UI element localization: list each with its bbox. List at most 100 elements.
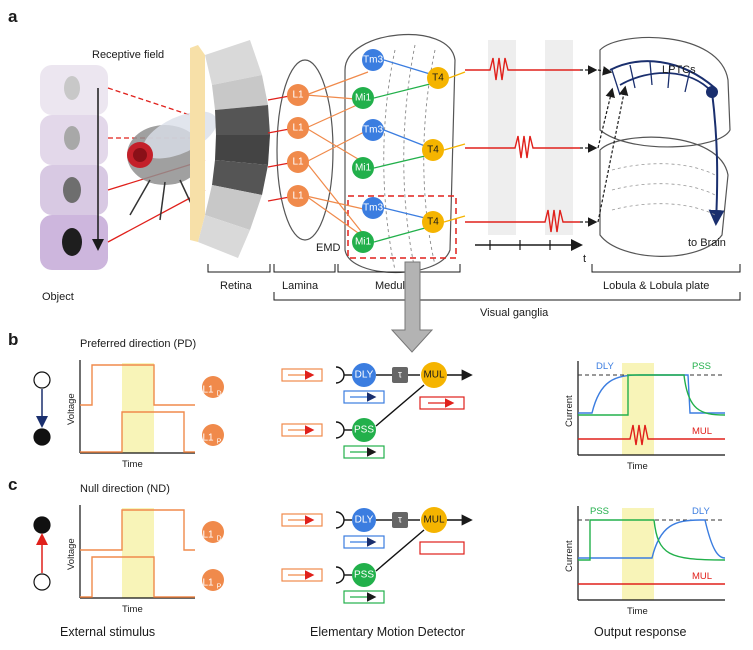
tm3-cell-label: Tm3 (363, 125, 383, 136)
tm3-cell-circle (362, 49, 384, 71)
bracket-retina: Retina (220, 280, 253, 292)
output-overlap-shade (622, 363, 654, 455)
receptive-field-column (40, 65, 108, 270)
mi1-cell-label: Mi1 (355, 163, 372, 174)
mul-node-circle (421, 507, 447, 533)
mi1-cell-label: Mi1 (355, 237, 372, 248)
trace-l1-p (80, 556, 195, 598)
bracket-visual-ganglia: Visual ganglia (480, 307, 549, 319)
zoom-arrow (390, 261, 434, 353)
voltage-label: Voltage (66, 393, 77, 425)
overlap-shade (122, 363, 154, 453)
tm3-cell-circle (362, 197, 384, 219)
l1-axon (305, 195, 369, 211)
emd-highlight-box (347, 195, 457, 259)
l1-cell-label: L1 (292, 123, 304, 134)
current-label: Current (564, 540, 575, 572)
pss-state-box (343, 590, 385, 604)
mi1-to-t4-line (373, 83, 431, 99)
t4-cell-label: T4 (427, 145, 439, 156)
synapse-top (335, 366, 345, 384)
pss-to-mul (375, 529, 425, 572)
pss-node-circle (352, 563, 376, 587)
time-label: Time (122, 604, 143, 615)
panel-label-a: a (8, 7, 18, 26)
mul-state-box (419, 396, 465, 410)
dly-state-box (343, 535, 385, 549)
tm3-to-t4-line (383, 59, 431, 75)
caption-output-response: Output response (594, 625, 686, 639)
synapse-top (335, 511, 345, 529)
mi1-cell-label: Mi1 (355, 93, 372, 104)
mi1-to-t4-line (373, 155, 426, 169)
output-time-label: Time (627, 461, 648, 472)
dly-legend: DLY (692, 506, 710, 517)
l1-cell-circle (287, 151, 309, 173)
t4-output-line (443, 215, 466, 223)
t4-output-line (443, 143, 466, 151)
stimulus-dot-top (33, 371, 51, 389)
mul-state-box (419, 541, 465, 555)
to-brain-label: to Brain (688, 237, 726, 249)
current-label: Current (564, 395, 575, 427)
l1-badge-label: L1 (202, 530, 214, 541)
l1-badge (202, 424, 224, 446)
emd-label: EMD (316, 242, 341, 254)
l1-badge-sub: P (217, 584, 222, 591)
pss-legend: PSS (692, 361, 711, 372)
tau-box (392, 367, 408, 383)
l1-axon (305, 71, 369, 96)
t4-output-line (448, 71, 466, 79)
lamina (276, 59, 334, 241)
mul-node-label: MUL (423, 370, 445, 381)
tau-label: τ (398, 370, 402, 381)
l1-badge-label: L1 (202, 385, 214, 396)
l1-badge-label: L1 (202, 578, 214, 589)
l1-badge (202, 569, 224, 591)
t4-cell-label: T4 (432, 73, 444, 84)
retina-ommatidia (190, 40, 270, 258)
l1-cell-label: L1 (292, 90, 304, 101)
object-label: Object (42, 291, 74, 303)
l1-cell-label: L1 (292, 157, 304, 168)
input-box-top (281, 513, 323, 527)
panel-b-title: Preferred direction (PD) (80, 338, 196, 350)
time-label: Time (122, 459, 143, 470)
l1-axon (305, 161, 369, 241)
tau-label: τ (398, 515, 402, 526)
spike-traces (465, 40, 598, 251)
time-axis-label: t (583, 253, 586, 265)
stimulus-dot-top (33, 516, 51, 534)
dly-node-label: DLY (355, 370, 374, 381)
l1-badge-sub: D (216, 536, 221, 543)
l1-cell-circle (287, 185, 309, 207)
overlap-shade (122, 508, 154, 598)
tm3-cell-circle (362, 119, 384, 141)
fly-silhouettes (62, 76, 82, 256)
input-box-bottom (281, 423, 323, 437)
l1-cell-label: L1 (292, 191, 304, 202)
l1-badge (202, 376, 224, 398)
mul-legend: MUL (692, 571, 712, 582)
l1-cell-circle (287, 84, 309, 106)
region-brackets (207, 264, 741, 301)
trace-l1-d (80, 509, 195, 551)
dly-response-trace (578, 519, 726, 559)
l1-badge (202, 521, 224, 543)
mul-legend: MUL (692, 426, 712, 437)
pss-node-circle (352, 418, 376, 442)
t4-cell-circle (422, 139, 444, 161)
synapse-bottom (335, 566, 345, 584)
output-time-label: Time (627, 606, 648, 617)
caption-external-stimulus: External stimulus (60, 625, 155, 639)
dly-node-circle (352, 363, 376, 387)
l1-badge-sub: D (216, 391, 221, 398)
caption-emd: Elementary Motion Detector (310, 625, 465, 639)
t4-cell-circle (422, 211, 444, 233)
voltage-label: Voltage (66, 538, 77, 570)
lobula-plate (597, 36, 731, 257)
